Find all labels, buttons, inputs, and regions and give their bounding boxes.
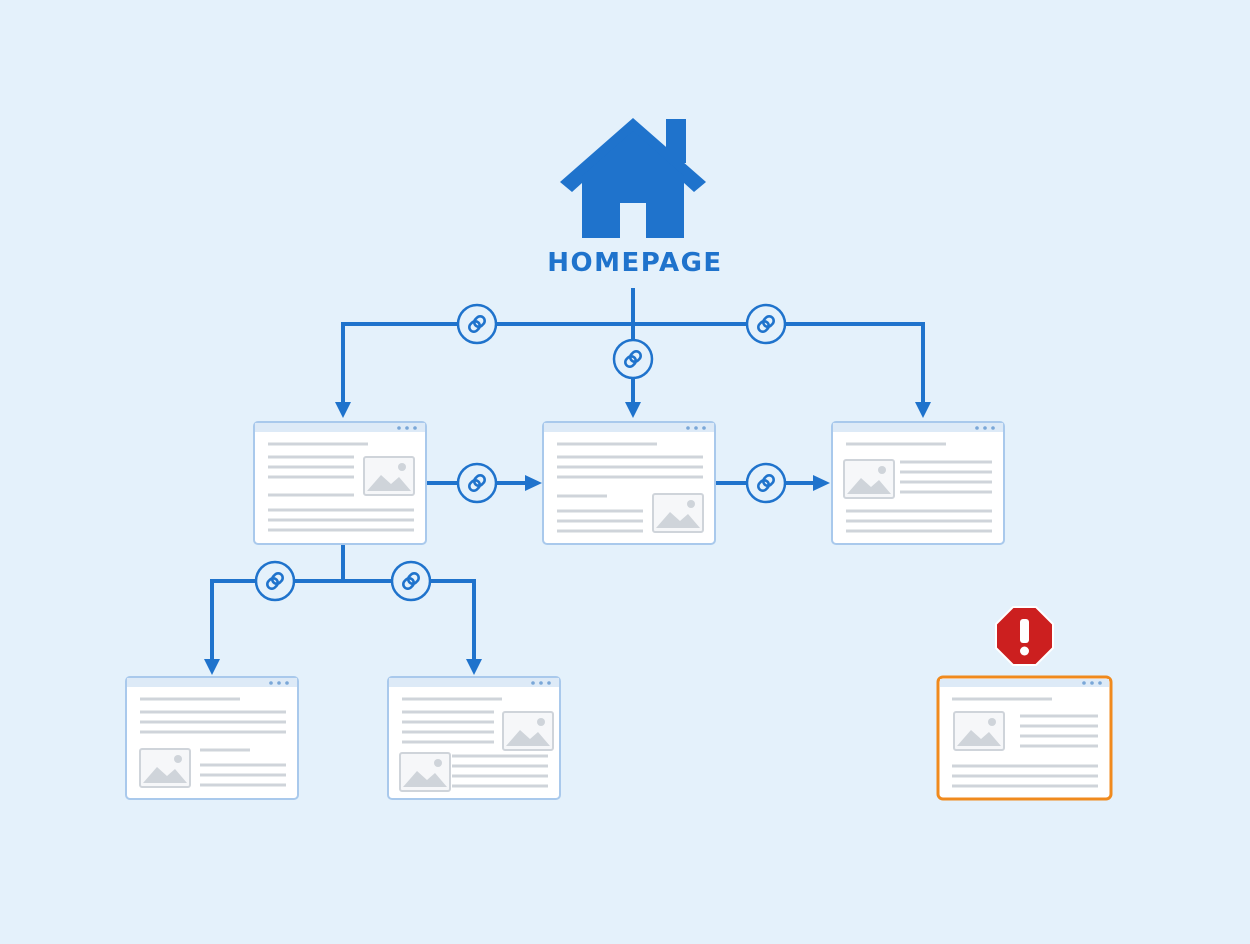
house-icon (560, 118, 706, 238)
arrowhead (915, 402, 931, 418)
arrowhead (813, 475, 830, 491)
image-placeholder-icon (399, 752, 451, 792)
image-placeholder-icon (652, 493, 704, 533)
image-placeholder-icon (953, 711, 1005, 751)
link-icon (456, 462, 498, 504)
link-icon (456, 303, 498, 345)
page-card (387, 676, 561, 800)
link-icon (612, 338, 654, 380)
arrowheads (204, 402, 931, 675)
link-icon (254, 560, 296, 602)
link-icon (745, 303, 787, 345)
arrowhead (525, 475, 542, 491)
warning-icon (995, 606, 1054, 666)
image-placeholder-icon (843, 459, 895, 499)
image-placeholder-icon (363, 456, 415, 496)
arrowhead (204, 659, 220, 675)
arrowhead (625, 402, 641, 418)
page-card (542, 421, 716, 545)
link-icon (745, 462, 787, 504)
arrowhead (335, 402, 351, 418)
arrowhead (466, 659, 482, 675)
page-card (125, 676, 299, 800)
image-placeholder-icon (502, 711, 554, 751)
page-card (831, 421, 1005, 545)
image-placeholder-icon (139, 748, 191, 788)
homepage-label: HOMEPAGE (547, 248, 723, 278)
link-icon (390, 560, 432, 602)
orphan-page-card (936, 675, 1113, 801)
page-card (253, 421, 427, 545)
